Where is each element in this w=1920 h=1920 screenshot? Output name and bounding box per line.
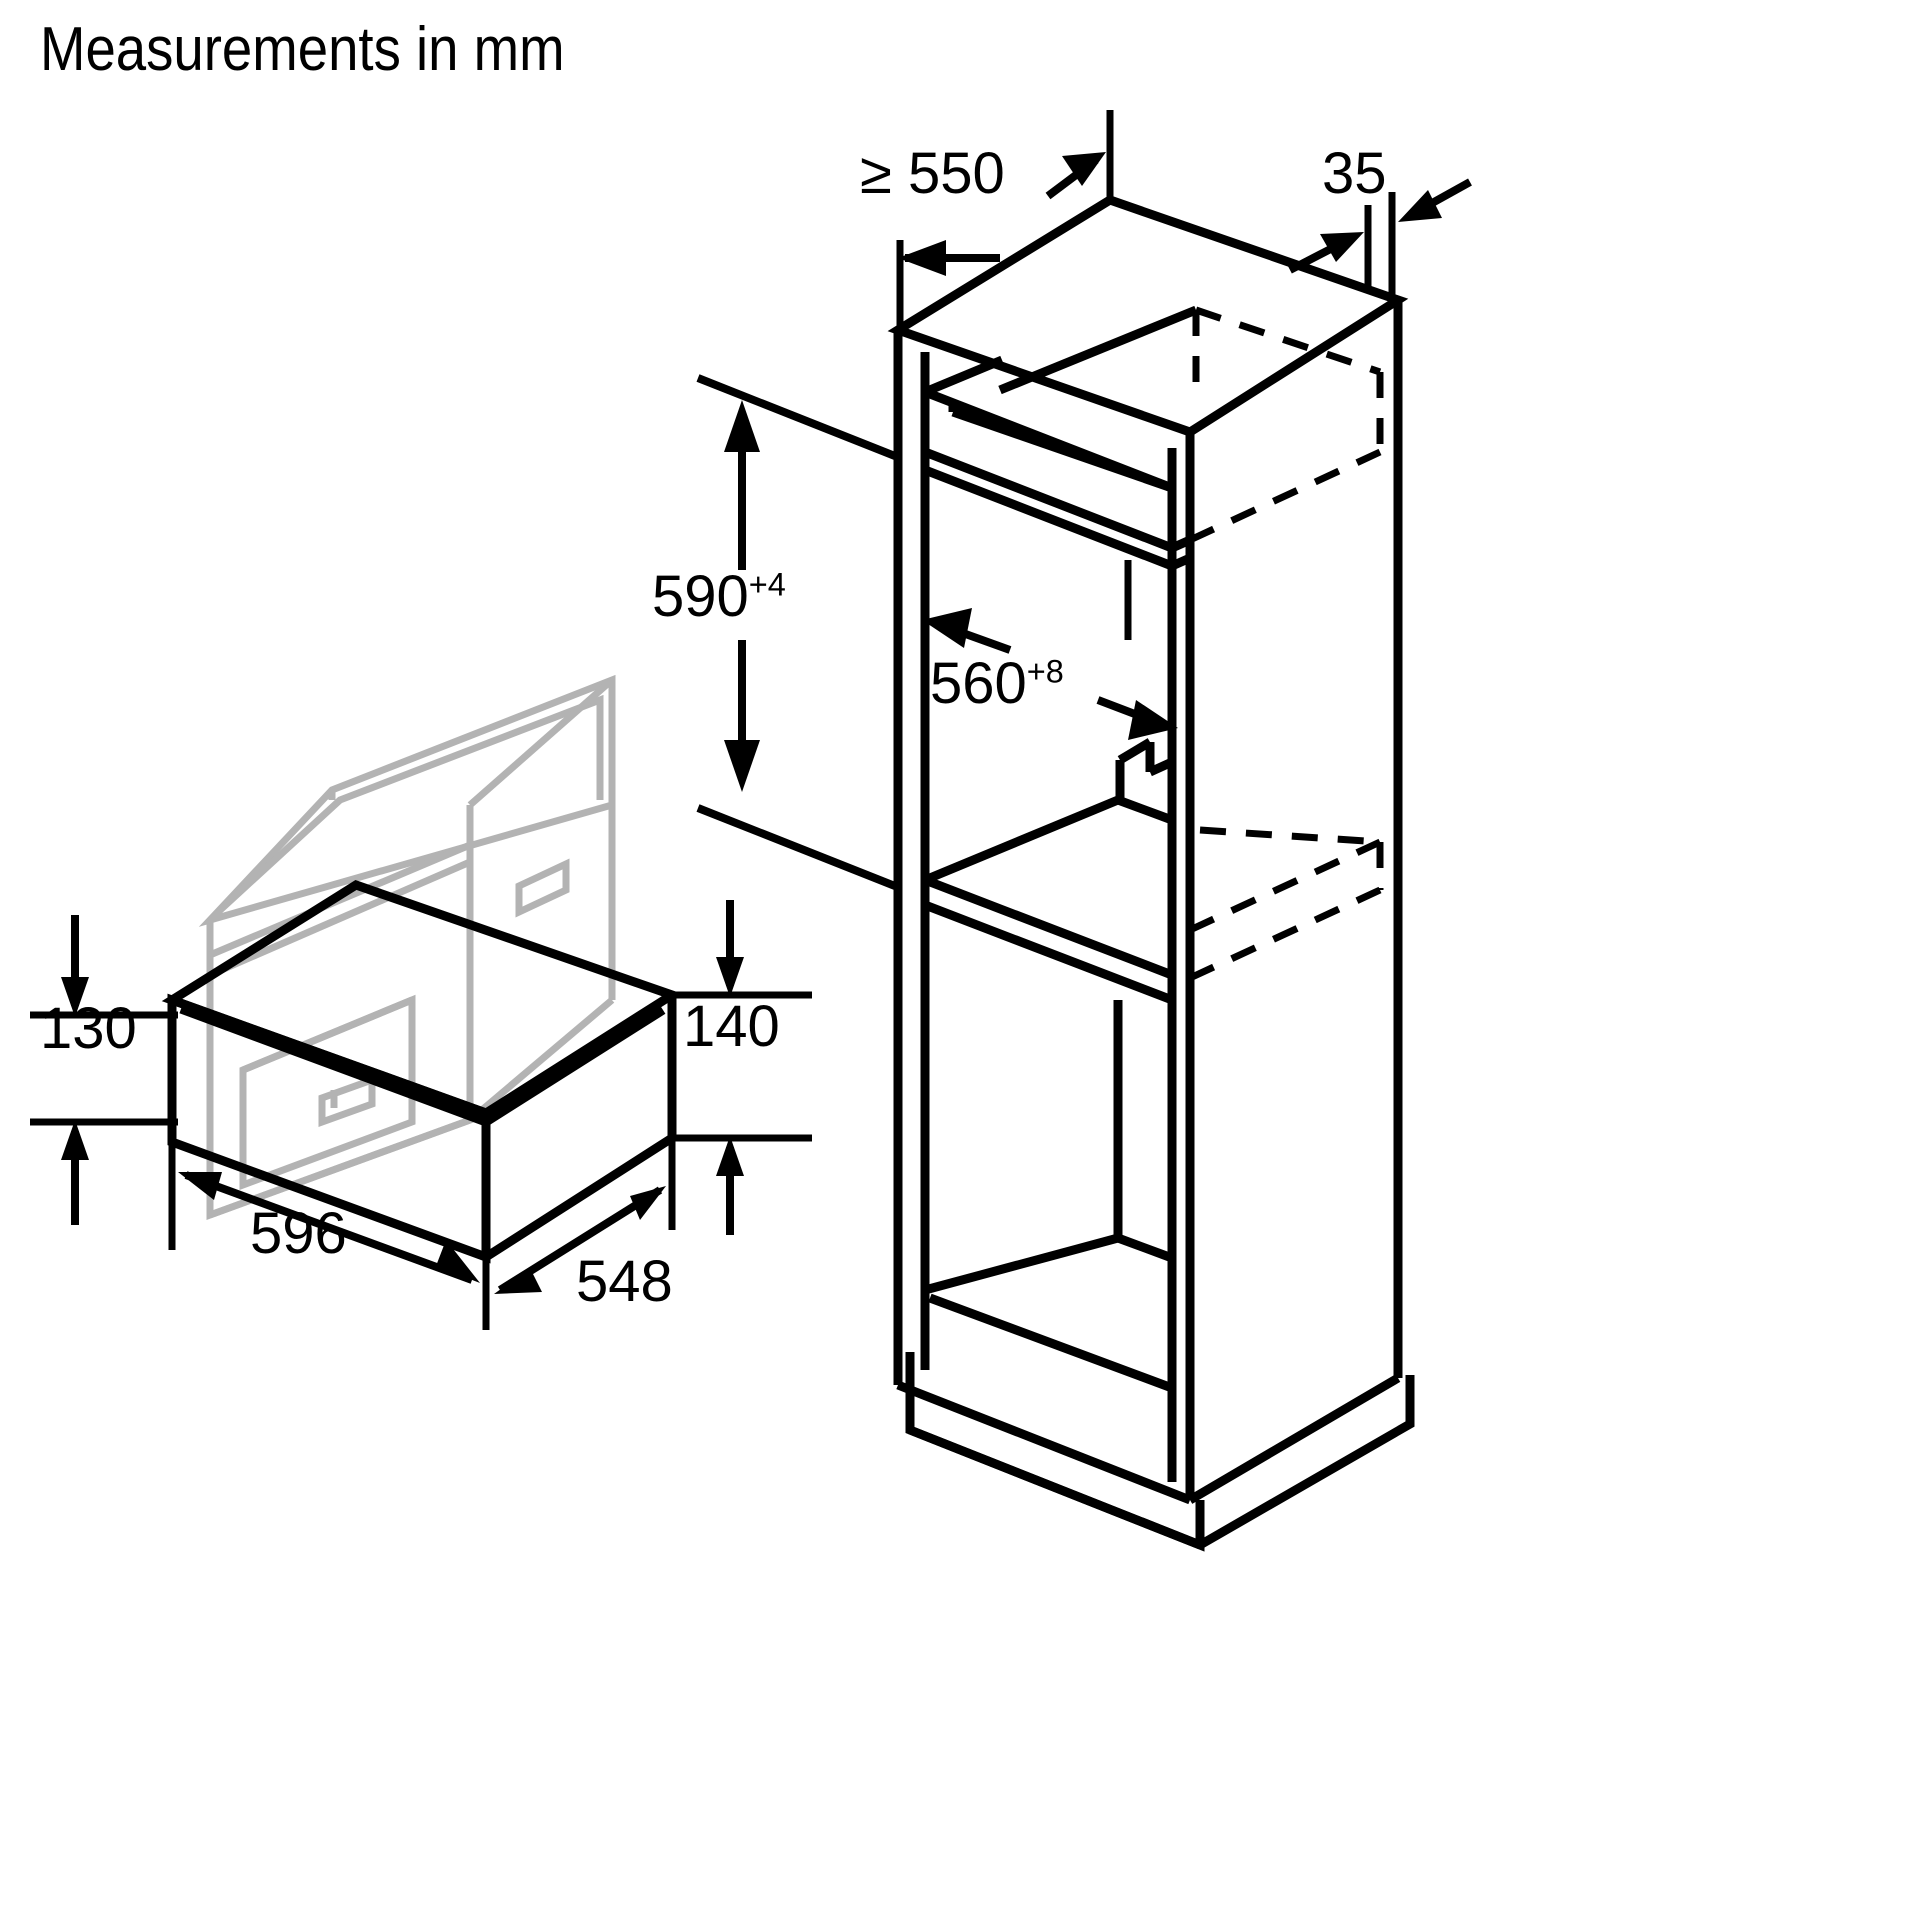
dimension-560-tolerance: +8 bbox=[1026, 653, 1064, 690]
dimension-560-value: 560 bbox=[930, 651, 1027, 716]
dimension-140-value: 140 bbox=[683, 994, 780, 1059]
dimension-label-560: 560+8 bbox=[930, 655, 1064, 713]
dimension-560 bbox=[922, 560, 1178, 740]
dimension-label-35: 35 bbox=[1322, 145, 1387, 203]
dimension-label-550: ≥ 550 bbox=[860, 145, 1005, 203]
cabinet-hidden-edges bbox=[1188, 306, 1384, 982]
dimension-590-value: 590 bbox=[652, 564, 749, 629]
dimension-596-value: 596 bbox=[250, 1201, 347, 1266]
dimension-130-value: 130 bbox=[40, 996, 137, 1061]
dimension-label-140: 140 bbox=[683, 998, 780, 1056]
dimension-label-548: 548 bbox=[576, 1253, 673, 1311]
dimension-550-value: ≥ 550 bbox=[860, 141, 1005, 206]
dimension-550 bbox=[896, 110, 1114, 330]
dimension-label-596: 596 bbox=[250, 1205, 347, 1263]
dimension-548-value: 548 bbox=[576, 1249, 673, 1314]
dimension-590 bbox=[696, 374, 902, 892]
dimension-130 bbox=[30, 915, 178, 1225]
appliance-isometric bbox=[198, 674, 616, 1221]
dimension-596 bbox=[168, 1142, 490, 1330]
page-title: Measurements in mm bbox=[40, 15, 565, 84]
dimension-35 bbox=[1288, 178, 1472, 300]
dimension-140 bbox=[672, 900, 812, 1235]
dimension-590-tolerance: +4 bbox=[748, 566, 786, 603]
dimension-label-590: 590+4 bbox=[652, 568, 786, 626]
dimension-label-130: 130 bbox=[40, 1000, 137, 1058]
dimension-35-value: 35 bbox=[1322, 141, 1387, 206]
dimension-548 bbox=[494, 1138, 676, 1294]
cabinet-niche-isometric bbox=[887, 195, 1415, 1552]
